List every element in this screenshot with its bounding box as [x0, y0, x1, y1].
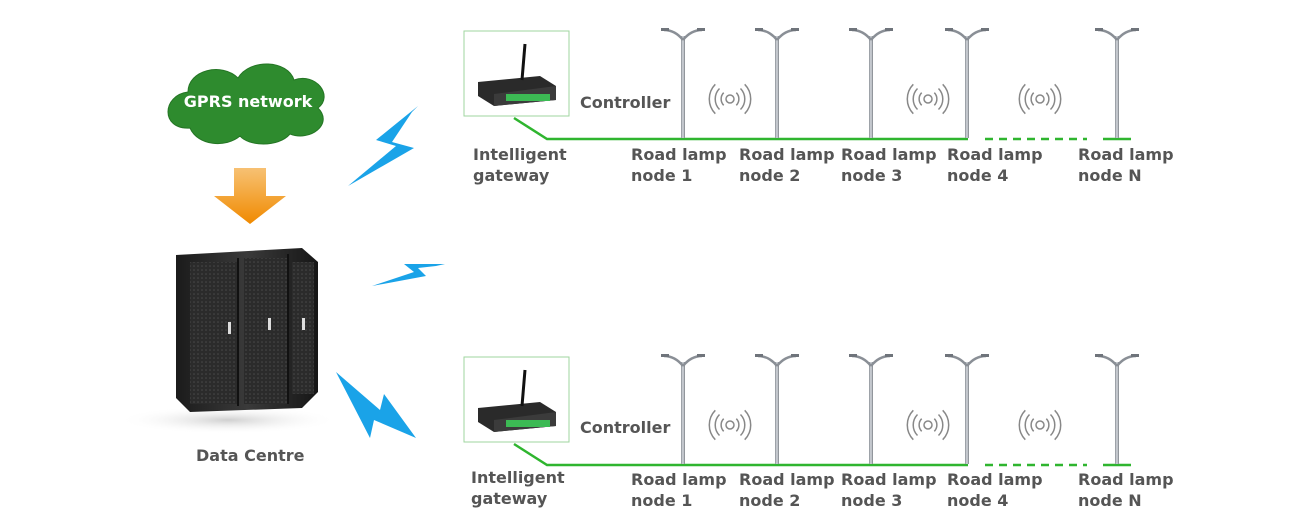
gateway-label-line1: Intelligent: [473, 145, 567, 164]
server-rack: [118, 248, 338, 434]
street-lamp-icon: [945, 28, 989, 138]
node-label-line1: Road lamp: [841, 470, 937, 489]
street-lamp-icon: [849, 28, 893, 138]
street-lamp-icon: [945, 354, 989, 464]
lamp-row: [463, 354, 1139, 467]
controller-label: Controller: [580, 418, 671, 437]
street-lamp-icon: [755, 28, 799, 138]
node-label-line2: node 4: [947, 166, 1009, 185]
node-label-line1: Road lamp: [631, 145, 727, 164]
lightning-bolt-icon: [336, 372, 416, 438]
node-label-line2: node 4: [947, 491, 1009, 510]
gateway-label-line1: Intelligent: [471, 468, 565, 487]
node-label-line2: node N: [1078, 166, 1142, 185]
street-lamp-icon: [661, 354, 705, 464]
lightning-bolt-icon: [348, 106, 418, 186]
wireless-signal-icon: [906, 83, 950, 115]
node-label-line1: Road lamp: [631, 470, 727, 489]
node-label-line1: Road lamp: [841, 145, 937, 164]
down-arrow-icon: [214, 168, 286, 224]
controller-label: Controller: [580, 93, 671, 112]
node-label-line2: node N: [1078, 491, 1142, 510]
street-lamp-icon: [755, 354, 799, 464]
gateway-label-line2: gateway: [471, 489, 548, 508]
street-lamp-icon: [661, 28, 705, 138]
node-label-line1: Road lamp: [739, 145, 835, 164]
node-label-line1: Road lamp: [1078, 145, 1174, 164]
lamp-row: [463, 28, 1139, 141]
node-label-line2: node 2: [739, 491, 801, 510]
node-label-line2: node 3: [841, 166, 903, 185]
wireless-signal-icon: [708, 409, 752, 441]
antenna-icon: [520, 369, 527, 407]
node-label-line2: node 1: [631, 166, 693, 185]
node-label-line1: Road lamp: [739, 470, 835, 489]
gateway-terminal-block: [506, 420, 550, 427]
gateway-terminal-block: [506, 94, 550, 101]
lightning-bolt-icon: [372, 264, 445, 286]
node-label-line1: Road lamp: [947, 470, 1043, 489]
node-label-line1: Road lamp: [947, 145, 1043, 164]
node-label-line1: Road lamp: [1078, 470, 1174, 489]
wireless-signal-icon: [906, 409, 950, 441]
node-label-line2: node 1: [631, 491, 693, 510]
connection-line: [513, 116, 968, 141]
wireless-signal-icon: [1018, 83, 1062, 115]
street-lamp-icon: [1095, 354, 1139, 464]
street-lamp-icon: [849, 354, 893, 464]
data-centre-label: Data Centre: [196, 446, 305, 465]
wireless-signal-icon: [1018, 409, 1062, 441]
gateway-label-line2: gateway: [473, 166, 550, 185]
street-lamp-icon: [1095, 28, 1139, 138]
gprs-cloud: [167, 63, 325, 145]
wireless-signal-icon: [708, 83, 752, 115]
node-label-line2: node 3: [841, 491, 903, 510]
connection-line: [513, 442, 968, 467]
gprs-network-label: GPRS network: [183, 92, 313, 111]
node-label-line2: node 2: [739, 166, 801, 185]
antenna-icon: [520, 43, 527, 81]
